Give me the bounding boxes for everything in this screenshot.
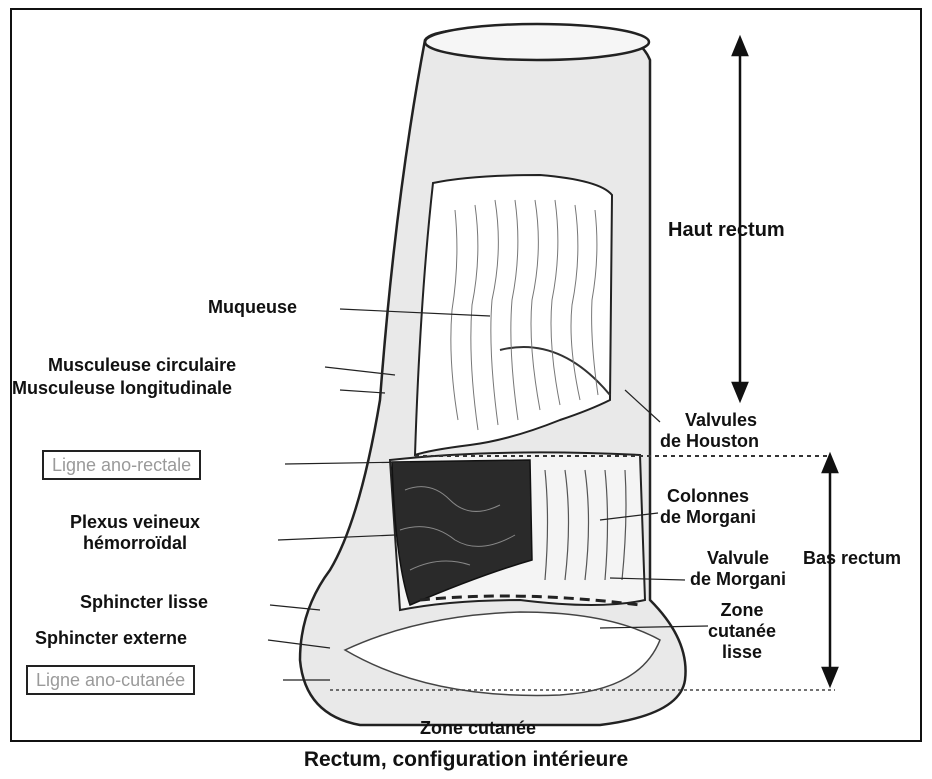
- bas-rectum-arrow: [823, 455, 837, 685]
- label-valvule-morgani-line2: de Morgani: [690, 569, 786, 590]
- label-sphincter-lisse: Sphincter lisse: [80, 592, 208, 613]
- label-zone-lisse-line1: Zone: [708, 600, 776, 621]
- label-plexus-veineux: Plexus veineux hémorroïdal: [70, 512, 200, 554]
- label-plexus-line1: Plexus veineux: [70, 512, 200, 533]
- label-valvule-morgani-line1: Valvule: [690, 548, 786, 569]
- label-zone-cutanee: Zone cutanée: [420, 718, 536, 739]
- label-ligne-ano-cutanee: Ligne ano-cutanée: [26, 665, 195, 695]
- label-valvules-houston: Valvules de Houston: [660, 410, 759, 452]
- label-valvule-morgani: Valvule de Morgani: [690, 548, 786, 590]
- figure-caption: Rectum, configuration intérieure: [0, 748, 932, 772]
- label-haut-rectum: Haut rectum: [668, 220, 785, 241]
- label-valvules-houston-line2: de Houston: [660, 431, 759, 452]
- label-zone-lisse-line2: cutanée: [708, 621, 776, 642]
- label-muqueuse: Muqueuse: [208, 297, 297, 318]
- label-sphincter-externe: Sphincter externe: [35, 628, 187, 649]
- label-musculeuse-longitudinale: Musculeuse longitudinale: [12, 378, 232, 399]
- rectum-top-opening: [425, 24, 649, 60]
- label-ligne-ano-rectale: Ligne ano-rectale: [42, 450, 201, 480]
- mucosa-upper-window: [415, 175, 612, 455]
- label-bas-rectum: Bas rectum: [803, 548, 901, 569]
- label-valvules-houston-line1: Valvules: [660, 410, 759, 431]
- label-zone-lisse-line3: lisse: [708, 642, 776, 663]
- label-plexus-line2: hémorroïdal: [70, 533, 200, 554]
- label-colonnes-line2: de Morgani: [660, 507, 756, 528]
- label-zone-cutanee-lisse: Zone cutanée lisse: [708, 600, 776, 663]
- label-colonnes-line1: Colonnes: [660, 486, 756, 507]
- label-musculeuse-circulaire: Musculeuse circulaire: [48, 355, 236, 376]
- label-colonnes-morgani: Colonnes de Morgani: [660, 486, 756, 528]
